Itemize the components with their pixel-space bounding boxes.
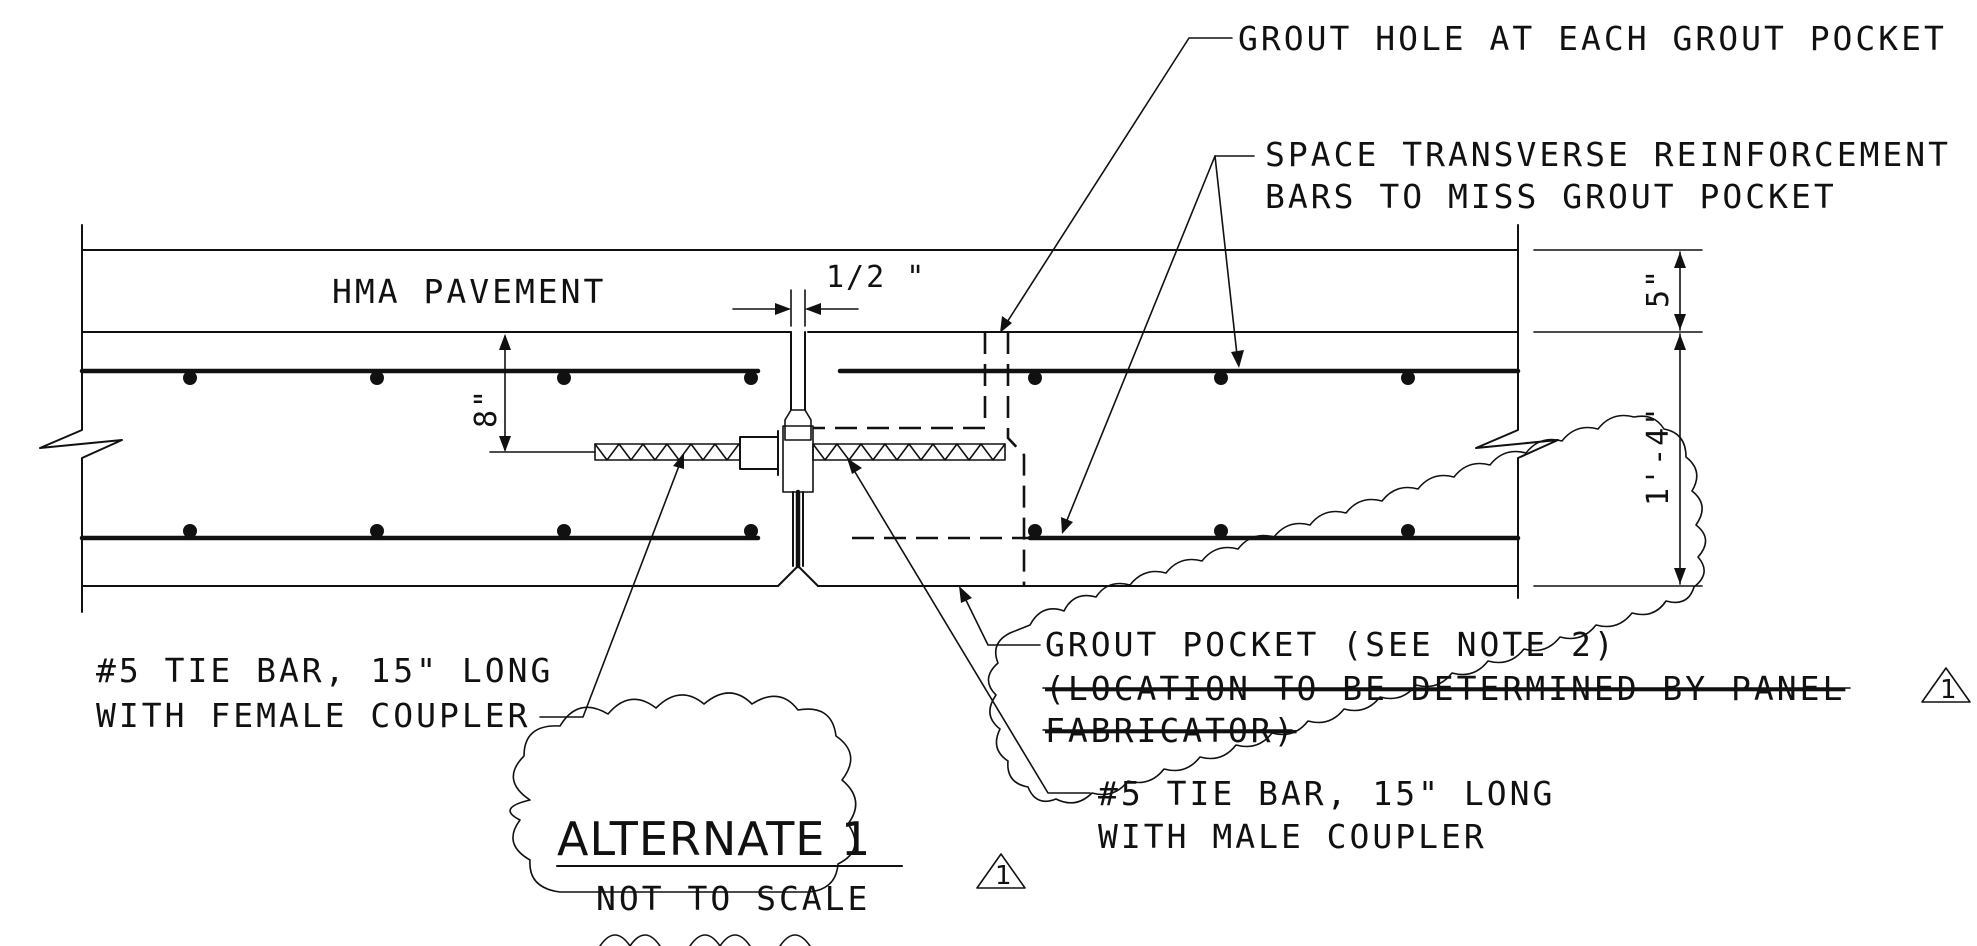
- label-grout-pocket: GROUT POCKET (SEE NOTE 2): [1045, 625, 1617, 664]
- reinforcement: [79, 368, 1521, 541]
- diagram-subtitle: NOT TO SCALE: [596, 879, 870, 918]
- revision-cloud-title: [509, 692, 857, 893]
- grout-pocket: [813, 332, 1026, 586]
- tie-bar-female: [594, 430, 779, 476]
- label-gap-dimension: 1/2 ": [826, 260, 926, 295]
- leader-tie-bar-female: [539, 453, 684, 718]
- diagram-title: ALTERNATE 1: [557, 812, 871, 866]
- title-revision-triangle-icon: 1: [976, 853, 1026, 891]
- dimension-5: [1533, 249, 1703, 333]
- revision-triangle-number: 1: [1940, 675, 1957, 705]
- title-revision-number: 1: [995, 861, 1012, 891]
- label-grout-hole: GROUT HOLE AT EACH GROUT POCKET: [1238, 19, 1947, 58]
- tie-bar-male: [812, 443, 1006, 461]
- leader-grout-pocket: [959, 586, 1041, 646]
- label-depth-1-4: 1'-4": [1641, 406, 1676, 506]
- dimension-8: [489, 334, 596, 453]
- joint: [782, 331, 814, 569]
- leader-tie-bar-male: [847, 458, 1091, 794]
- label-space-transverse-1: SPACE TRANSVERSE REINFORCEMENT: [1265, 135, 1951, 174]
- leader-space-transverse: [1061, 155, 1255, 534]
- dimension-1-4: [1533, 333, 1703, 587]
- slab-outline: [39, 224, 1559, 613]
- leader-grout-hole: [1000, 37, 1233, 333]
- label-tie-bar-female-2: WITH FEMALE COUPLER: [96, 696, 531, 735]
- revision-cloud-grout-note: [987, 414, 1707, 804]
- label-hma-pavement: HMA PAVEMENT: [332, 272, 606, 311]
- label-tie-bar-female-1: #5 TIE BAR, 15" LONG: [96, 651, 553, 690]
- title-cloud-scallops: [599, 934, 811, 946]
- label-depth-8: 8": [469, 388, 504, 428]
- label-space-transverse-2: BARS TO MISS GROUT POCKET: [1265, 177, 1837, 216]
- dimension-gap: [732, 289, 859, 327]
- revision-triangle-icon: 1: [1921, 667, 1971, 705]
- label-tie-bar-male-1: #5 TIE BAR, 15" LONG: [1098, 774, 1555, 813]
- label-tie-bar-male-2: WITH MALE COUPLER: [1098, 817, 1487, 856]
- label-depth-5: 5": [1641, 268, 1676, 308]
